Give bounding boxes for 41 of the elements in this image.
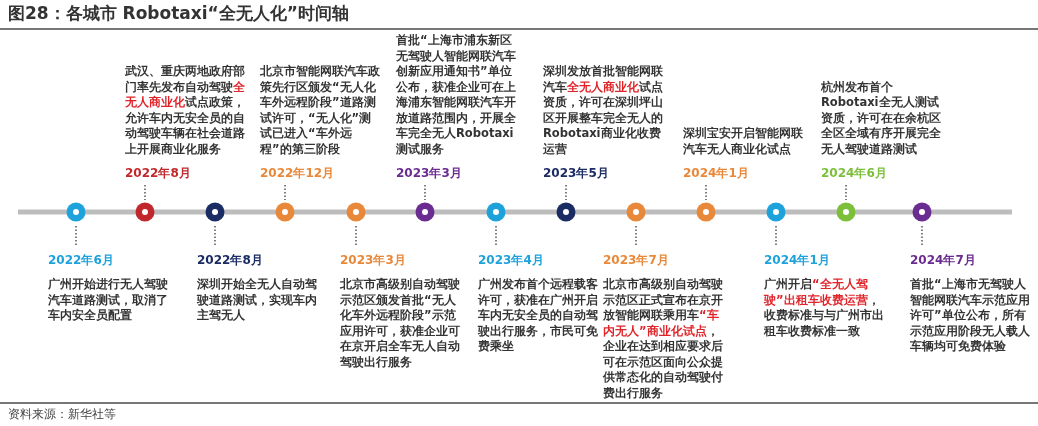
event-description: 广州发布首个远程载客许可，获准在广州开启车内无安全员的自动驾驶出行服务，市民可免费乘坐 xyxy=(478,277,599,355)
event-description: 深圳开始全无人自动驾驶道路测试，实现车内主驾无人 xyxy=(197,277,318,324)
dotted-connector xyxy=(424,184,426,201)
event-date: 2023年7月 xyxy=(603,252,669,269)
event-date: 2023年4月 xyxy=(478,252,544,269)
dotted-connector xyxy=(705,184,707,201)
dotted-connector xyxy=(495,223,497,246)
event-description: 武汉、重庆两地政府部门率先发布自动驾驶全无人商业化试点政策，允许车内无安全员的自动驾驶车辆在社会道路上开展商业化服务 xyxy=(125,64,246,157)
dotted-connector xyxy=(921,223,923,246)
event-date: 2023年3月 xyxy=(340,252,406,269)
dotted-connector xyxy=(775,223,777,246)
event-description: 首批“上海市无驾驶人智能网联汽车示范应用许可”单位公布，所有示范应用阶段无人载人车辆均可免费体验 xyxy=(910,277,1031,355)
event-date: 2024年1月 xyxy=(764,252,830,269)
event-date: 2022年6月 xyxy=(48,252,114,269)
event-date: 2023年3月 xyxy=(396,165,462,182)
event-date: 2024年6月 xyxy=(821,165,887,182)
dotted-connector xyxy=(75,223,77,246)
event-date: 2022年12月 xyxy=(260,165,335,182)
source-note: 资料来源：新华社等 xyxy=(8,406,116,423)
event-date: 2024年7月 xyxy=(910,252,976,269)
event-date: 2023年5月 xyxy=(543,165,609,182)
dotted-connector xyxy=(845,184,847,201)
event-description: 北京市高级别自动驾驶示范区正式宣布在京开放智能网联乘用车“车内无人”商业化试点，企业在达到相应要求后可在示范区面向公众提供常态化的自动驾驶付费出行服务 xyxy=(603,277,724,401)
event-description: 杭州发布首个Robotaxi全无人测试资质，许可在在余杭区全区全域有序开展完全无人驾驶道路测试 xyxy=(821,79,942,157)
event-description: 广州开始进行无人驾驶汽车道路测试，取消了车内安全员配置 xyxy=(48,277,169,324)
dotted-connector xyxy=(144,184,146,201)
event-date: 2022年8月 xyxy=(125,165,191,182)
dotted-connector xyxy=(565,184,567,201)
event-description: 深圳宝安开启智能网联汽车无人商业化试点 xyxy=(683,126,804,157)
figure-title: 图28：各城市 Robotaxi“全无人化”时间轴 xyxy=(8,2,349,25)
event-date: 2024年1月 xyxy=(683,165,749,182)
dotted-connector xyxy=(214,223,216,246)
dotted-connector xyxy=(635,223,637,246)
event-description: 广州开启“全无人驾驶”出租车收费运营，收费标准与与广州市出租车收费标准一致 xyxy=(764,277,885,339)
dotted-connector xyxy=(284,184,286,201)
dotted-connector xyxy=(355,223,357,246)
event-description: 北京市智能网联汽车政策先行区颁发“无人化车外远程阶段”道路测试许可，“无人化”测试已进入“车外远程”的第三阶段 xyxy=(260,64,381,157)
event-description: 深圳发放首批智能网联汽车全无人商业化试点资质，许可在深圳坪山区开展整车完全无人的Robotaxi商业化收费运营 xyxy=(543,64,664,157)
event-date: 2022年8月 xyxy=(197,252,263,269)
event-description: 首批“上海市浦东新区无驾驶人智能网联汽车创新应用通知书”单位公布，获准企业可在上海浦东智能网联汽车开放道路范围内，开展全车完全无人Robotaxi测试服务 xyxy=(396,33,517,157)
event-description: 北京市高级别自动驾驶示范区颁发首批“无人化车外远程阶段”示范应用许可，获准企业可在京开启全车无人自动驾驶出行服务 xyxy=(340,277,461,370)
